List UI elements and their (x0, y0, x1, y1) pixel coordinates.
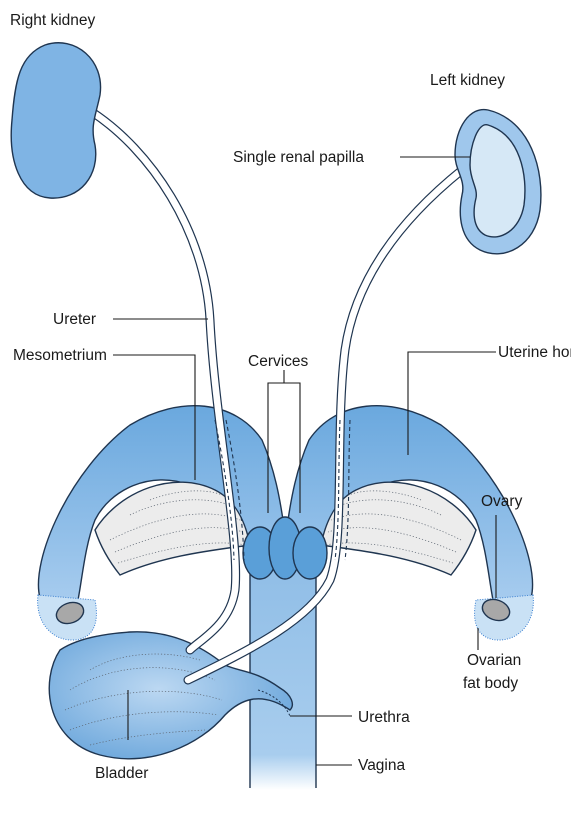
right-kidney (11, 43, 100, 198)
label-uterine-horn: Uterine horn (498, 344, 571, 361)
label-ureter: Ureter (53, 311, 96, 328)
vagina (250, 555, 316, 790)
label-ovary: Ovary (481, 493, 523, 510)
label-left-kidney: Left kidney (430, 72, 505, 89)
label-ovarian-fat-body-line2: fat body (463, 675, 518, 692)
label-mesometrium: Mesometrium (13, 347, 107, 364)
label-bladder: Bladder (95, 765, 148, 782)
label-right-kidney: Right kidney (10, 12, 96, 29)
label-urethra: Urethra (358, 709, 410, 726)
label-single-renal-papilla: Single renal papilla (233, 149, 364, 166)
label-cervices: Cervices (248, 353, 309, 370)
label-ovarian-fat-body-line1: Ovarian (467, 652, 521, 669)
left-kidney (455, 110, 541, 254)
label-vagina: Vagina (358, 757, 405, 774)
